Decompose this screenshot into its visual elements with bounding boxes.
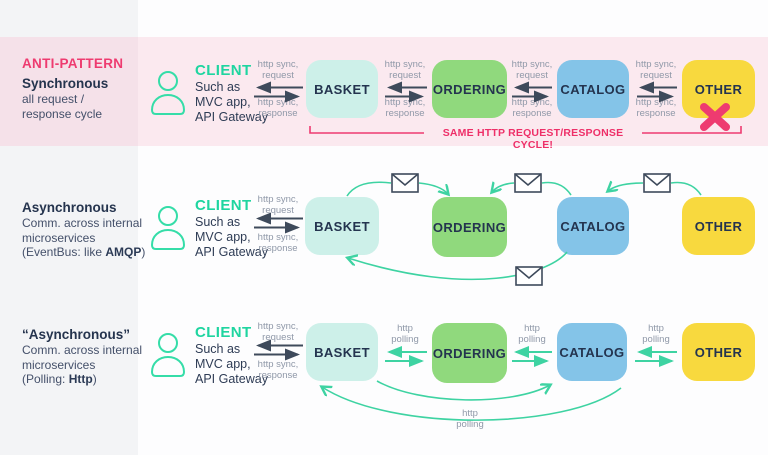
curve-envelope2-to-ordering xyxy=(492,183,515,192)
http-sync-request-label: http sync, request xyxy=(257,321,299,343)
client-title: CLIENT xyxy=(195,62,252,79)
arc-basket-to-catalog xyxy=(376,380,550,401)
http-polling-label: http polling xyxy=(391,323,419,345)
curve-envelope3-to-catalog xyxy=(608,183,644,191)
client-person-icon xyxy=(151,333,185,377)
service-box-basket: BASKET xyxy=(306,60,378,118)
row1-title: Synchronous xyxy=(22,76,109,91)
client-sub3: API Gateway xyxy=(195,372,268,386)
row3-desc-line2: microservices xyxy=(22,357,96,372)
event-bus-curves xyxy=(346,181,702,281)
curve-other-to-envelope3 xyxy=(670,181,702,196)
envelope-icon xyxy=(515,266,543,286)
service-box-other: OTHER xyxy=(682,323,755,381)
client-sub2: MVC app, xyxy=(195,95,251,109)
service-box-ordering: ORDERING xyxy=(432,197,507,257)
client-sub2: MVC app, xyxy=(195,230,251,244)
envelope-icon xyxy=(643,173,671,193)
row3-paren-bold: Http xyxy=(68,372,93,386)
row1-description: all request / response cycle xyxy=(22,92,103,121)
http-sync-response-label: http sync, response xyxy=(257,359,299,381)
service-box-catalog: CATALOG xyxy=(557,197,629,255)
row2-paren-bold: AMQP xyxy=(105,245,142,259)
client-sub1: Such as xyxy=(195,80,241,94)
row3-desc-line1: Comm. across internal xyxy=(22,343,143,357)
http-polling-label: http polling xyxy=(642,323,670,345)
service-box-basket: BASKET xyxy=(306,323,378,381)
http-sync-response-label: http sync, response xyxy=(257,232,299,254)
curve-basket-to-envelope1 xyxy=(346,181,392,197)
row2-title: Asynchronous xyxy=(22,200,117,215)
envelope-icon xyxy=(391,173,419,193)
http-sync-request-label: http sync, request xyxy=(257,59,299,81)
client-person-icon xyxy=(151,71,185,115)
row2-desc-line1: Comm. across internal xyxy=(22,216,143,230)
row3-title: “Asynchronous” xyxy=(22,327,131,342)
service-box-other: OTHER xyxy=(682,60,755,118)
client-title: CLIENT xyxy=(195,324,252,341)
client-sub3: API Gateway xyxy=(195,245,268,259)
http-sync-response-label: http sync, response xyxy=(635,97,677,119)
http-sync-request-label: http sync, request xyxy=(635,59,677,81)
http-sync-response-label: http sync, response xyxy=(384,97,426,119)
http-sync-response-label: http sync, response xyxy=(257,97,299,119)
http-polling-label: http polling xyxy=(456,408,484,430)
client-title: CLIENT xyxy=(195,197,252,214)
client-sub1: Such as xyxy=(195,215,241,229)
antipattern-tag: ANTI-PATTERN xyxy=(22,56,124,71)
client-sub2: MVC app, xyxy=(195,357,251,371)
row3-paren-suffix: ) xyxy=(92,372,97,386)
service-box-ordering: ORDERING xyxy=(432,60,507,118)
http-sync-request-label: http sync, request xyxy=(384,59,426,81)
http-sync-response-label: http sync, response xyxy=(511,97,553,119)
http-polling-label: http polling xyxy=(518,323,546,345)
client-person-icon xyxy=(151,206,185,250)
row3-paren-prefix: (Polling: xyxy=(22,372,69,386)
same-cycle-caption: SAME HTTP REQUEST/RESPONSE CYCLE! xyxy=(442,127,624,151)
antipattern-sidebar-background xyxy=(0,37,138,146)
client-sub1: Such as xyxy=(195,342,241,356)
service-box-catalog: CATALOG xyxy=(557,323,627,381)
http-polling-arrows xyxy=(385,346,677,367)
client-sub3: API Gateway xyxy=(195,110,268,124)
row2-paren-suffix: ) xyxy=(141,245,146,259)
service-box-ordering: ORDERING xyxy=(432,323,507,383)
http-sync-request-label: http sync, request xyxy=(511,59,553,81)
curve-catalog-to-envelope2 xyxy=(541,181,572,196)
service-box-other: OTHER xyxy=(682,197,755,255)
row2-desc-line2: microservices xyxy=(22,230,96,245)
envelope-icon xyxy=(514,173,542,193)
curve-envelope1-to-ordering xyxy=(418,182,448,194)
service-box-catalog: CATALOG xyxy=(557,60,629,118)
service-box-basket: BASKET xyxy=(305,197,379,255)
row2-paren-prefix: (EventBus: like xyxy=(22,245,106,259)
http-sync-request-label: http sync, request xyxy=(257,194,299,216)
